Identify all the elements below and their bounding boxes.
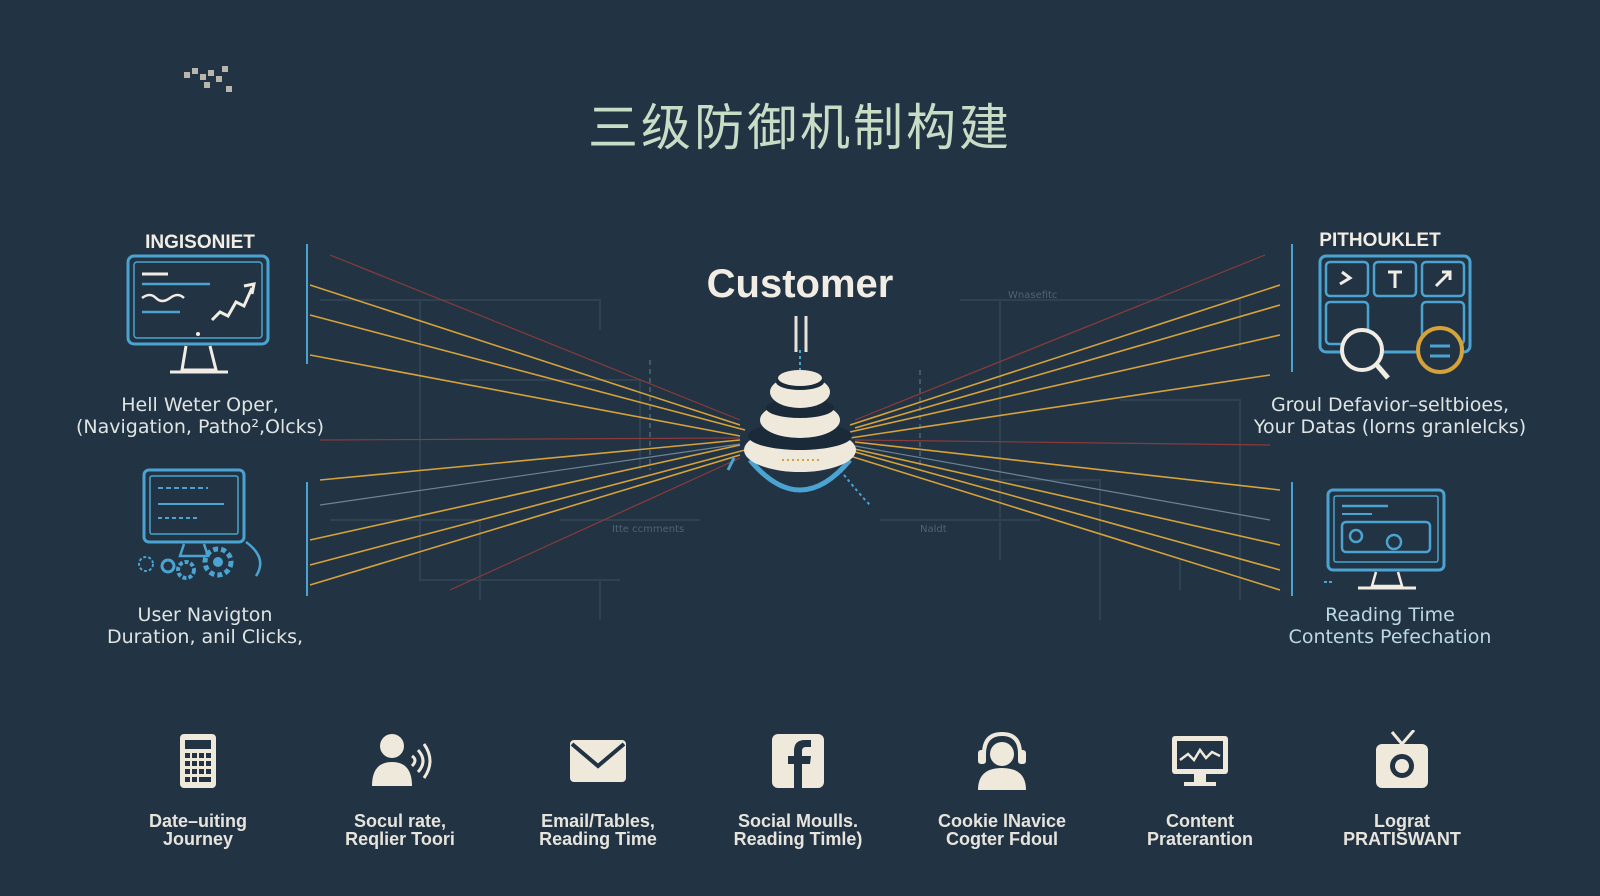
right-bottom-line2: Contents Pefechation — [1288, 626, 1492, 648]
left-bottom-line1: User Navigton — [137, 604, 273, 626]
left-top-header: INGISONIET — [145, 232, 255, 253]
bottom-item-1-line1: Date–uiting — [148, 811, 247, 831]
faint-label-a: Wnasefitc — [1008, 290, 1058, 301]
left-top-line2: (Navigation, Patho²,Olcks) — [76, 416, 324, 438]
user-speaker-icon — [372, 734, 432, 786]
left-bottom-line2: Duration, anil Clicks, — [106, 626, 304, 648]
bottom-item-4-line1: Social Moulls. — [737, 811, 859, 831]
calculator-icon — [180, 734, 216, 788]
page-title: 三级防御机制构建 — [588, 99, 1012, 157]
left-top-caption: Hell Weter Oper, (Navigation, Patho²,Olc… — [60, 394, 340, 438]
bottom-item-3-line2: Reading Time — [539, 829, 657, 849]
center-label: Customer — [706, 262, 894, 306]
bottom-item-7-line1: Lograt — [1374, 811, 1430, 831]
bottom-item-2-line2: Reqlier Toori — [345, 829, 455, 849]
faint-label-b: Itte ccmments — [612, 524, 685, 535]
bottom-item-7-label: Lograt PRATISWANT — [1312, 812, 1492, 848]
bottom-item-2[interactable]: Socul rate, Reqlier Toori — [310, 730, 490, 848]
bottom-item-4-label: Social Moulls. Reading Timle) — [708, 812, 888, 848]
bottom-item-1-label: Date–uiting Journey — [108, 812, 288, 848]
right-top-header: PITHOUKLET — [1319, 230, 1441, 251]
bottom-item-1[interactable]: Date–uiting Journey — [108, 730, 288, 848]
bottom-item-7-line2: PRATISWANT — [1343, 829, 1461, 849]
bottom-item-5-line2: Cogter Fdoul — [946, 829, 1058, 849]
tv-icon — [1376, 729, 1428, 788]
email-icon — [570, 740, 626, 782]
monitor-media-icon — [1324, 488, 1446, 590]
bottom-item-2-line1: Socul rate, — [353, 811, 447, 831]
bottom-item-6-line1: Content — [1166, 811, 1234, 831]
logo-mark-icon — [184, 66, 232, 92]
bottom-item-2-label: Socul rate, Reqlier Toori — [310, 812, 490, 848]
left-top-line1: Hell Weter Oper, — [121, 394, 279, 416]
bottom-item-5-label: Cookie lNavice Cogter Fdoul — [912, 812, 1092, 848]
right-top-line1: Groul Defavior–seltbioes, — [1270, 394, 1510, 416]
analytics-monitor-icon — [126, 254, 270, 374]
bottom-item-5-line1: Cookie lNavice — [937, 811, 1067, 831]
bottom-item-3-line1: Email/Tables, — [541, 811, 655, 831]
bottom-item-3-label: Email/Tables, Reading Time — [508, 812, 688, 848]
bottom-item-3[interactable]: Email/Tables, Reading Time — [508, 730, 688, 848]
bottom-item-6-label: Content Praterantion — [1110, 812, 1290, 848]
bottom-item-6[interactable]: Content Praterantion — [1110, 730, 1290, 848]
headset-user-icon — [978, 731, 1026, 790]
monitor-chart-icon — [1172, 736, 1228, 786]
left-bottom-caption: User Navigton Duration, anil Clicks, — [80, 604, 330, 648]
bottom-item-1-line2: Journey — [162, 829, 234, 849]
facebook-icon — [772, 734, 824, 788]
monitor-gears-icon — [138, 468, 262, 580]
bottom-item-4[interactable]: Social Moulls. Reading Timle) — [708, 730, 888, 848]
layered-stack-icon — [726, 316, 871, 506]
bottom-item-5[interactable]: Cookie lNavice Cogter Fdoul — [912, 730, 1092, 848]
bottom-item-7[interactable]: Lograt PRATISWANT — [1312, 729, 1492, 848]
right-top-line2: Your Datas (lorns granlelcks) — [1253, 416, 1527, 438]
bottom-item-4-line2: Reading Timle) — [733, 829, 863, 849]
dashboard-search-icon — [1318, 254, 1472, 380]
right-bottom-line1: Reading Time — [1325, 604, 1455, 626]
bottom-item-6-line2: Praterantion — [1146, 829, 1254, 849]
faint-label-c: Naldt — [920, 524, 947, 535]
right-bottom-caption: Reading Time Contents Pefechation — [1240, 604, 1540, 648]
right-top-caption: Groul Defavior–seltbioes, Your Datas (lo… — [1230, 394, 1550, 438]
